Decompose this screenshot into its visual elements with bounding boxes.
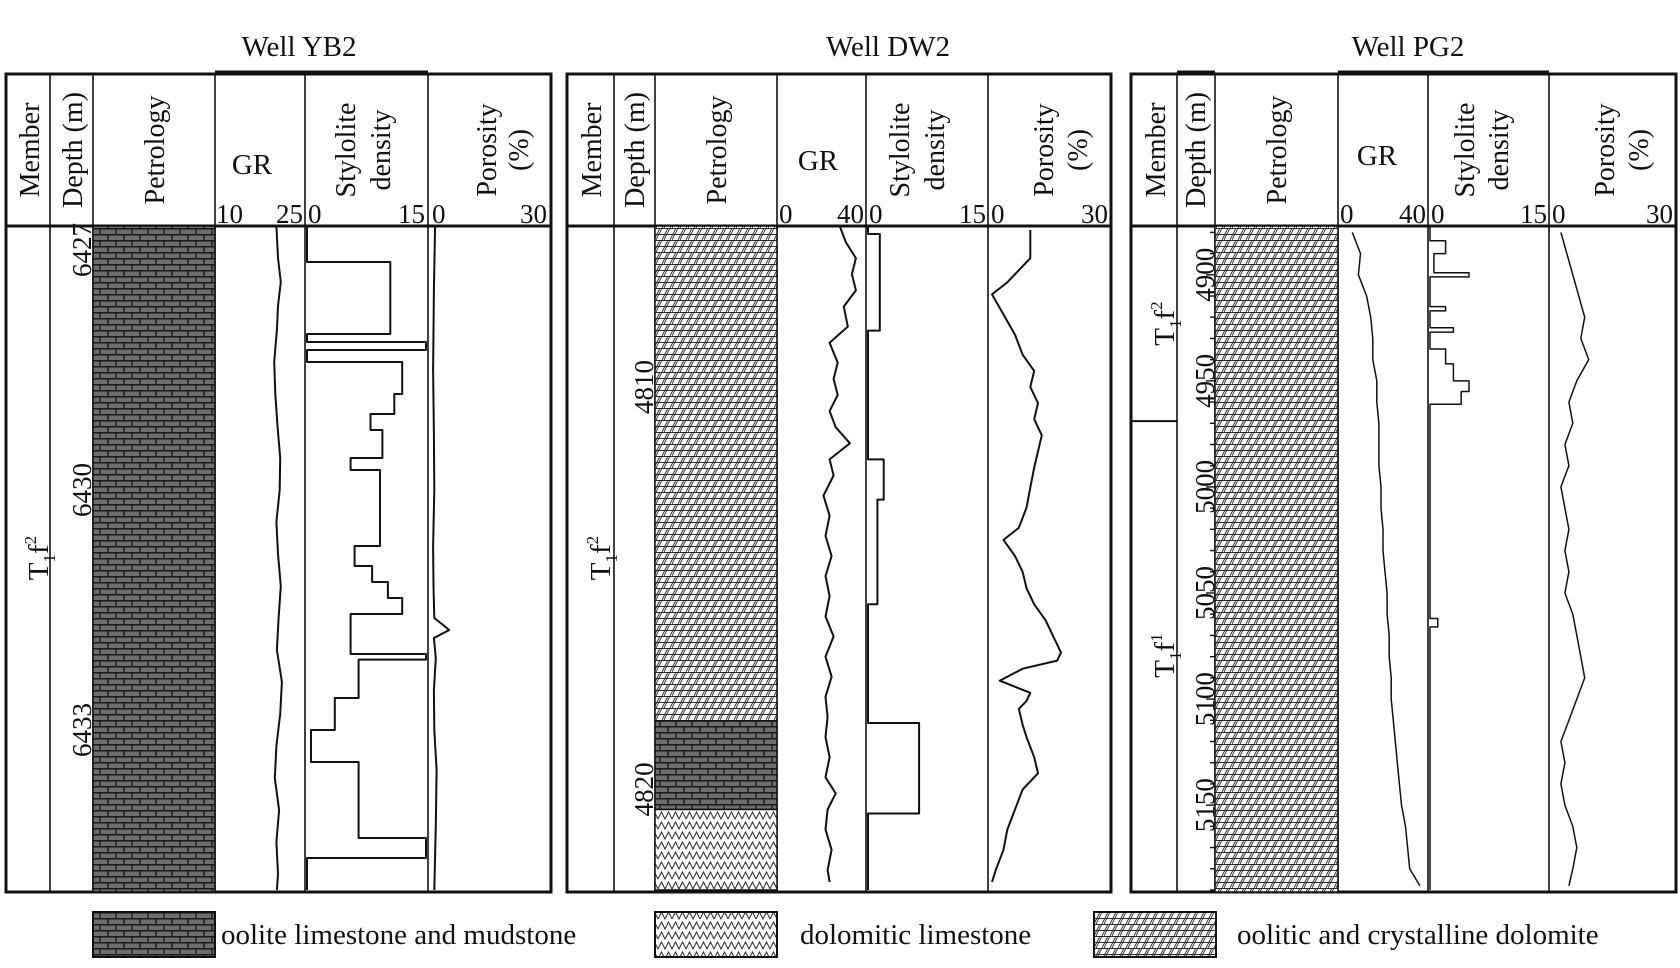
header-stylolite-line2: density: [920, 110, 951, 191]
lithology-column: [654, 225, 778, 891]
stylolite-tick-min: 0: [1431, 199, 1445, 229]
header-member: Member: [1141, 102, 1172, 198]
porosity-tick-max: 30: [520, 199, 547, 229]
header-depth: Depth (m): [620, 92, 651, 208]
depth-labels: 4900 4950 5000 5050 5100 5150: [1190, 248, 1220, 832]
member-label: T1f2: [1147, 301, 1185, 345]
header-porosity-line1: Porosity: [472, 103, 503, 196]
header-gr: GR: [1357, 140, 1398, 172]
porosity-curve: [432, 225, 451, 891]
header-depth: Depth (m): [1181, 92, 1212, 208]
gr-tick-min: 10: [216, 199, 243, 229]
stylolite-density-curve: [867, 226, 921, 890]
member-label: T1f1: [1147, 633, 1185, 677]
depth-label: 6427: [67, 223, 97, 277]
header-stylolite-line2: density: [366, 110, 397, 191]
stylolite-tick-min: 0: [308, 199, 322, 229]
porosity-tick-min: 0: [432, 199, 446, 229]
depth-label: 4810: [629, 360, 659, 414]
panel-well-pg2: Well PG2 Member Depth (m) Petrology GR S…: [1129, 31, 1678, 894]
depth-label: 6433: [67, 703, 97, 757]
stylolite-tick-min: 0: [869, 199, 883, 229]
member-labels: T1f2: [583, 536, 621, 580]
legend-swatch-crystalline-dolomite: [1093, 911, 1217, 958]
panel-well-dw2: Well DW2 Member Depth (m) Petrology GR S…: [565, 31, 1113, 894]
panel-frame: [1129, 72, 1678, 894]
header-gr: GR: [798, 145, 839, 177]
panel-title: Well PG2: [1352, 31, 1465, 63]
header-porosity-line2: (%): [1624, 129, 1655, 171]
depth-label: 4900: [1190, 248, 1220, 302]
gr-tick-max: 25: [276, 199, 303, 229]
gr-tick-max: 40: [837, 199, 864, 229]
header-gr: GR: [232, 149, 273, 181]
member-labels: T1f2: [21, 536, 59, 580]
depth-label: 5050: [1190, 566, 1220, 620]
legend-label: dolomitic limestone: [800, 919, 1031, 951]
header-stylolite-line1: Stylolite: [885, 103, 916, 198]
lithology-oolite-limestone: [92, 225, 216, 893]
header-petrology: Petrology: [140, 96, 171, 205]
lithology-layer: [654, 225, 778, 722]
lithology-layer: [654, 808, 778, 891]
gr-curve: [1351, 232, 1421, 887]
panel-title: Well DW2: [826, 31, 950, 63]
porosity-curve: [991, 230, 1062, 883]
member-label: T1f2: [583, 536, 621, 580]
depth-label: 4820: [629, 762, 659, 816]
header-porosity-line1: Porosity: [1029, 103, 1060, 196]
header-petrology: Petrology: [1262, 96, 1293, 205]
porosity-tick-max: 30: [1081, 199, 1108, 229]
porosity-curve: [1560, 232, 1590, 886]
header-member: Member: [15, 102, 46, 198]
header-petrology: Petrology: [702, 96, 733, 205]
legend-swatch-oolite-limestone: [92, 911, 216, 958]
lithology-layer: [654, 720, 778, 811]
stylolite-tick-max: 15: [398, 199, 425, 229]
legend-label: oolite limestone and mudstone: [221, 919, 576, 951]
depth-label: 5150: [1190, 778, 1220, 832]
porosity-tick-min: 0: [991, 199, 1005, 229]
depth-label: 5000: [1190, 460, 1220, 514]
header-member: Member: [577, 102, 608, 198]
header-porosity-line2: (%): [504, 129, 535, 171]
lithology-dolomite: [1214, 225, 1339, 893]
header-stylolite-line1: Stylolite: [1450, 103, 1481, 198]
stylolite-density-curve: [1429, 226, 1470, 890]
gr-curve: [822, 225, 857, 883]
porosity-tick-min: 0: [1552, 199, 1566, 229]
header-stylolite-line2: density: [1484, 110, 1515, 191]
gr-tick-min: 0: [779, 199, 793, 229]
header-porosity-line2: (%): [1063, 129, 1094, 171]
depth-label: 6430: [67, 463, 97, 517]
member-label: T1f2: [21, 536, 59, 580]
depth-label: 5100: [1190, 672, 1220, 726]
depth-labels: 4810 4820: [629, 360, 659, 816]
legend-swatch-dolomitic-limestone: [654, 911, 778, 958]
panel-title: Well YB2: [242, 31, 357, 63]
gr-tick-max: 40: [1399, 199, 1426, 229]
legend-label: oolitic and crystalline dolomite: [1237, 919, 1599, 951]
stylolite-tick-max: 15: [1520, 199, 1547, 229]
depth-labels: 6427 6430 6433: [67, 223, 97, 757]
header-stylolite-line1: Stylolite: [331, 103, 362, 198]
stylolite-density-curve: [306, 226, 427, 890]
panel-frame: [565, 72, 1113, 894]
depth-label: 4950: [1190, 354, 1220, 408]
gr-tick-min: 0: [1340, 199, 1354, 229]
panel-frame: [4, 72, 553, 894]
header-porosity-line1: Porosity: [1590, 103, 1621, 196]
header-depth: Depth (m): [58, 92, 89, 208]
gr-curve: [273, 225, 283, 891]
stylolite-tick-max: 15: [959, 199, 986, 229]
panel-well-yb2: Well YB2 Member Depth (m) Petrology GR S…: [4, 31, 553, 894]
depth-ruler: [1206, 231, 1215, 891]
porosity-tick-max: 30: [1646, 199, 1673, 229]
legend: oolite limestone and mudstone dolomitic …: [92, 911, 1599, 958]
